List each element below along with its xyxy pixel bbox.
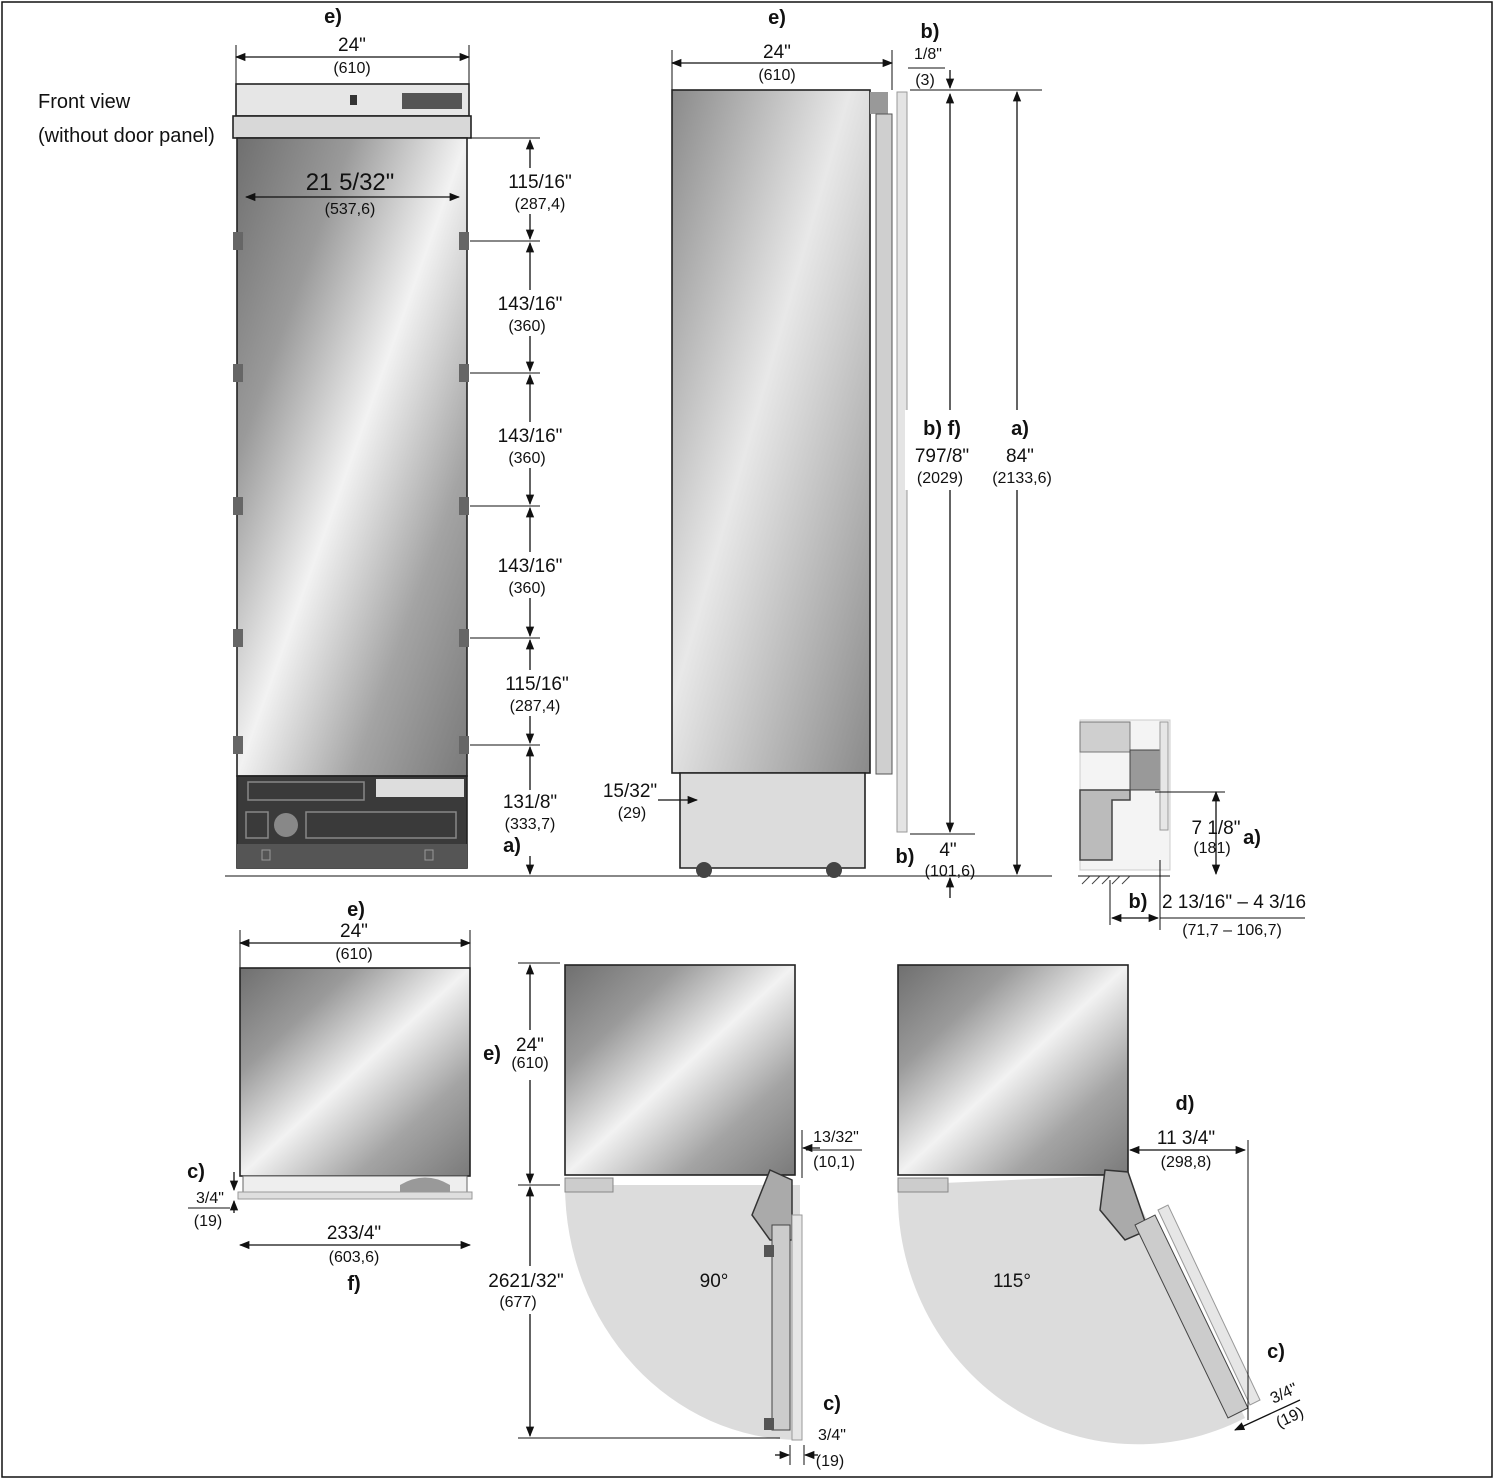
door-90-door [771, 1224, 791, 1431]
door-115-clear-mm: (298,8) [1161, 1154, 1212, 1171]
door-115-cabinet [897, 964, 1129, 1176]
front-view-subcaption: (without door panel) [38, 125, 215, 147]
fan-icon [274, 813, 298, 837]
side-toe-in: 15/32" [603, 781, 657, 802]
top-panel-mm: (19) [194, 1213, 222, 1230]
front-width-tag: e) [324, 6, 342, 28]
door-90-view: 90° e) 24" (610) 2621/32" (677) 13/32" (… [478, 962, 862, 1470]
detail-height-mm: (181) [1193, 840, 1230, 857]
top-front-width-tag: f) [347, 1273, 360, 1295]
top-panel-tag: c) [187, 1161, 205, 1183]
side-panel-tags: b) f) [923, 418, 961, 440]
front-base-tag: a) [503, 835, 521, 857]
side-width-mm: (610) [758, 67, 795, 84]
top-width-mm: (610) [335, 946, 372, 963]
door-90-swing-mm: (677) [499, 1294, 536, 1311]
side-base [679, 772, 866, 869]
front-width-mm: (610) [333, 60, 370, 77]
side-total-mm: (2133,6) [992, 470, 1052, 487]
spacing-3-in: 143/16" [498, 426, 563, 447]
side-view: e) 24" (610) b) 1/8" (3) 15/32" (29) b) … [603, 7, 1065, 898]
door-115-angle: 115° [993, 1271, 1031, 1292]
door-90-offset-mm: (10,1) [813, 1154, 855, 1171]
door-90-depth-tag: e) [483, 1043, 501, 1065]
side-gap-in: 1/8" [914, 46, 942, 63]
side-width-tag: e) [768, 7, 786, 29]
detail-height-in: 7 1/8" [1191, 818, 1240, 839]
side-toe-mm: (29) [618, 805, 646, 822]
door-115-clear-in: 11 3/4" [1157, 1128, 1215, 1149]
control-display [402, 93, 462, 109]
detail-view: 7 1/8" (181) a) b) 2 13/16" – 4 3/16 (71… [1078, 719, 1306, 939]
detail-depth-in: 2 13/16" – 4 3/16 [1162, 892, 1306, 913]
door-90-angle: 90° [700, 1271, 729, 1292]
top-cabinet-body [239, 967, 471, 1177]
side-width-in: 24" [763, 42, 791, 63]
front-view-caption: Front view [38, 91, 131, 113]
side-panel-in: 797/8" [915, 446, 969, 467]
spacing-2-mm: (360) [508, 318, 545, 335]
door-90-depth-mm: (610) [511, 1055, 548, 1072]
spacing-4-in: 143/16" [498, 556, 563, 577]
side-total-in: 84" [1006, 446, 1034, 467]
spacing-5-mm: (287,4) [510, 698, 561, 715]
spacing-1-in: 115/16" [508, 172, 571, 193]
door-90-offset-in: 13/32" [813, 1129, 859, 1146]
front-mounting-bracket [232, 115, 472, 139]
door-90-swing-area [565, 1185, 800, 1440]
side-gap-tag: b) [921, 21, 940, 43]
spacing-2-in: 143/16" [498, 294, 563, 315]
top-front-width-in: 233/4" [327, 1223, 381, 1244]
side-door-hinge-strip [875, 113, 893, 775]
front-view: Front view (without door panel) e) 24" (… [38, 6, 1052, 877]
side-gap-mm: (3) [915, 72, 935, 89]
side-cabinet-body [671, 89, 871, 774]
door-90-panel-in: 3/4" [818, 1427, 846, 1444]
detail-height-tag: a) [1243, 827, 1261, 849]
side-total-tag: a) [1011, 418, 1029, 440]
door-115-panel-mm: (19) [1274, 1404, 1307, 1431]
door-115-view: 115° d) 11 3/4" (298,8) c) 3/4" (19) [897, 964, 1307, 1445]
front-hinges [233, 232, 469, 754]
side-panel-mm: (2029) [917, 470, 963, 487]
door-115-hinge [1099, 1169, 1149, 1241]
spacing-3-mm: (360) [508, 450, 545, 467]
door-90-swing-in: 2621/32" [488, 1271, 563, 1292]
door-90-panel-mm: (19) [816, 1453, 844, 1470]
top-width-in: 24" [340, 921, 368, 942]
door-115-panel-tag: c) [1267, 1341, 1285, 1363]
detail-depth-mm: (71,7 – 106,7) [1182, 922, 1282, 939]
door-90-panel-tag: c) [823, 1393, 841, 1415]
side-bottom-in: 4" [939, 840, 956, 861]
top-view: e) 24" (610) c) 3/4" (19) 233/4" (603,6)… [187, 899, 473, 1295]
detail-depth-tag: b) [1129, 891, 1148, 913]
spacing-5-in: 115/16" [505, 674, 568, 695]
spacing-1-mm: (287,4) [515, 196, 566, 213]
front-inner-width-mm: (537,6) [325, 201, 376, 218]
top-panel-in: 3/4" [196, 1190, 224, 1207]
front-width-in: 24" [338, 35, 366, 56]
top-width-tag: e) [347, 899, 365, 921]
top-front-width-mm: (603,6) [329, 1249, 380, 1266]
door-90-depth-in: 24" [516, 1035, 544, 1056]
side-bottom-tag: b) [896, 846, 915, 868]
door-90-cabinet [564, 964, 796, 1176]
spacing-6-in: 131/8" [503, 792, 557, 813]
door-115-clear-tag: d) [1176, 1093, 1195, 1115]
side-bottom-mm: (101,6) [925, 863, 976, 880]
spacing-4-mm: (360) [508, 580, 545, 597]
spacing-6-mm: (333,7) [505, 816, 556, 833]
front-cabinet-body [236, 137, 468, 777]
door-115-panel-in: 3/4" [1268, 1380, 1300, 1407]
front-inner-width-in: 21 5/32" [306, 169, 395, 196]
